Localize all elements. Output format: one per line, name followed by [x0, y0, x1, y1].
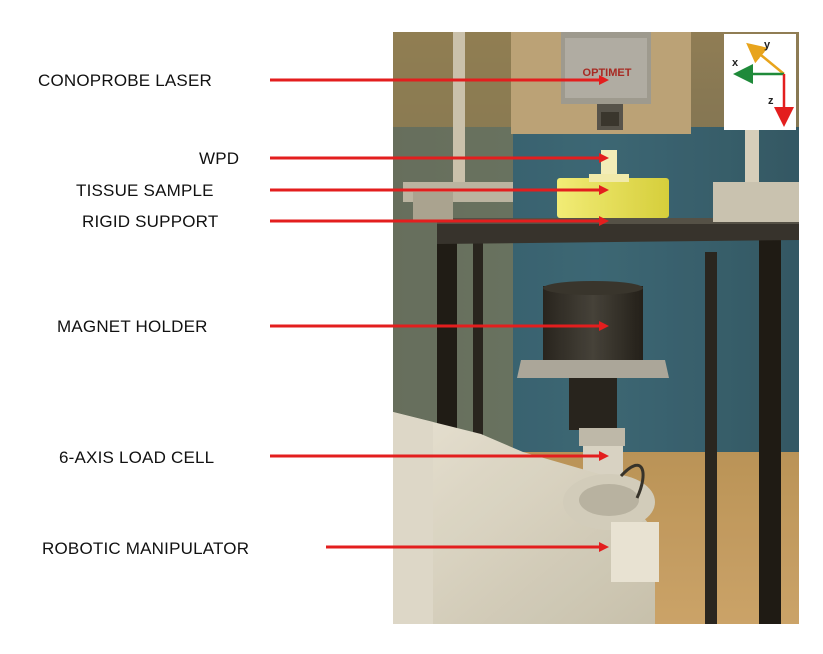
brand-text: OPTIMET [583, 67, 632, 79]
label-wpd: WPD [199, 149, 240, 168]
coordinate-axes-inset: y x z [724, 34, 796, 130]
label-rigid-support: RIGID SUPPORT [82, 212, 219, 231]
y-axis-label: y [764, 39, 771, 51]
label-magnet-holder: MAGNET HOLDER [57, 317, 208, 336]
label-tissue-sample: TISSUE SAMPLE [76, 181, 214, 200]
label-robotic-manipulator: ROBOTIC MANIPULATOR [42, 539, 250, 558]
z-axis-label: z [768, 95, 774, 107]
label-load-cell: 6-AXIS LOAD CELL [59, 448, 215, 467]
axes-drawing: y x z [732, 39, 794, 127]
x-axis-label: x [732, 57, 739, 69]
label-conoprobe-laser: CONOPROBE LASER [38, 71, 212, 90]
y-axis-arrow [746, 42, 785, 75]
photo-scene: OPTIMET [393, 32, 799, 624]
setup-photo: OPTIMET [393, 32, 799, 624]
